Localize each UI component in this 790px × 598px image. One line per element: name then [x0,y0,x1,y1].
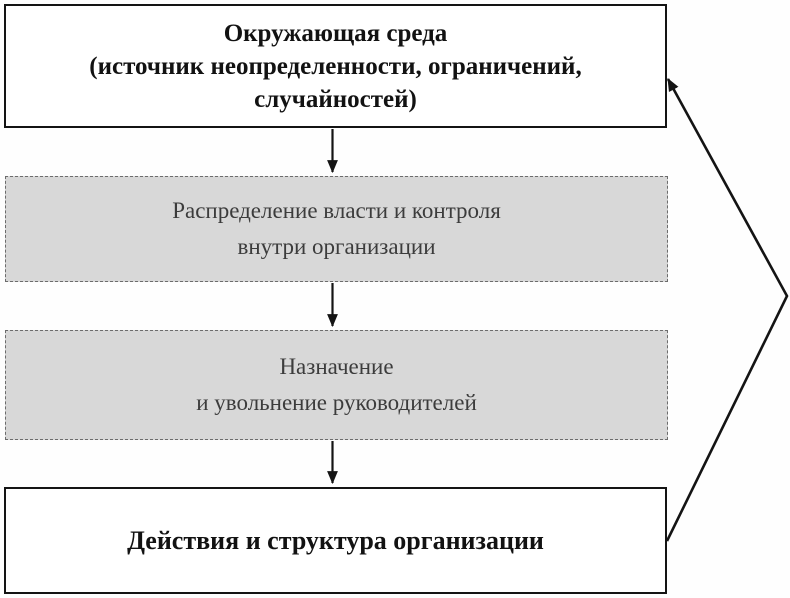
box-appointment-line1: Назначение [279,354,394,379]
box-environment-line3: случайностей) [254,85,417,113]
box-environment: Окружающая среда (источник неопределенно… [4,4,667,128]
box-actions-structure: Действия и структура организации [4,487,667,594]
box-power-line2: внутри организации [237,234,436,259]
box-actions-line1: Действия и структура организации [127,526,544,555]
box-power-line1: Распределение власти и контроля [172,198,501,223]
box-environment-line2: (источник неопределенности, ограничений, [89,52,582,80]
feedback-arrow-actions-to-environment [665,78,789,542]
box-environment-line1: Окружающая среда [223,19,448,47]
box-power-distribution: Распределение власти и контроля внутри о… [5,176,668,282]
box-appointment-dismissal: Назначение и увольнение руководителей [5,330,668,440]
box-appointment-line2: и увольнение руководителей [196,390,477,415]
